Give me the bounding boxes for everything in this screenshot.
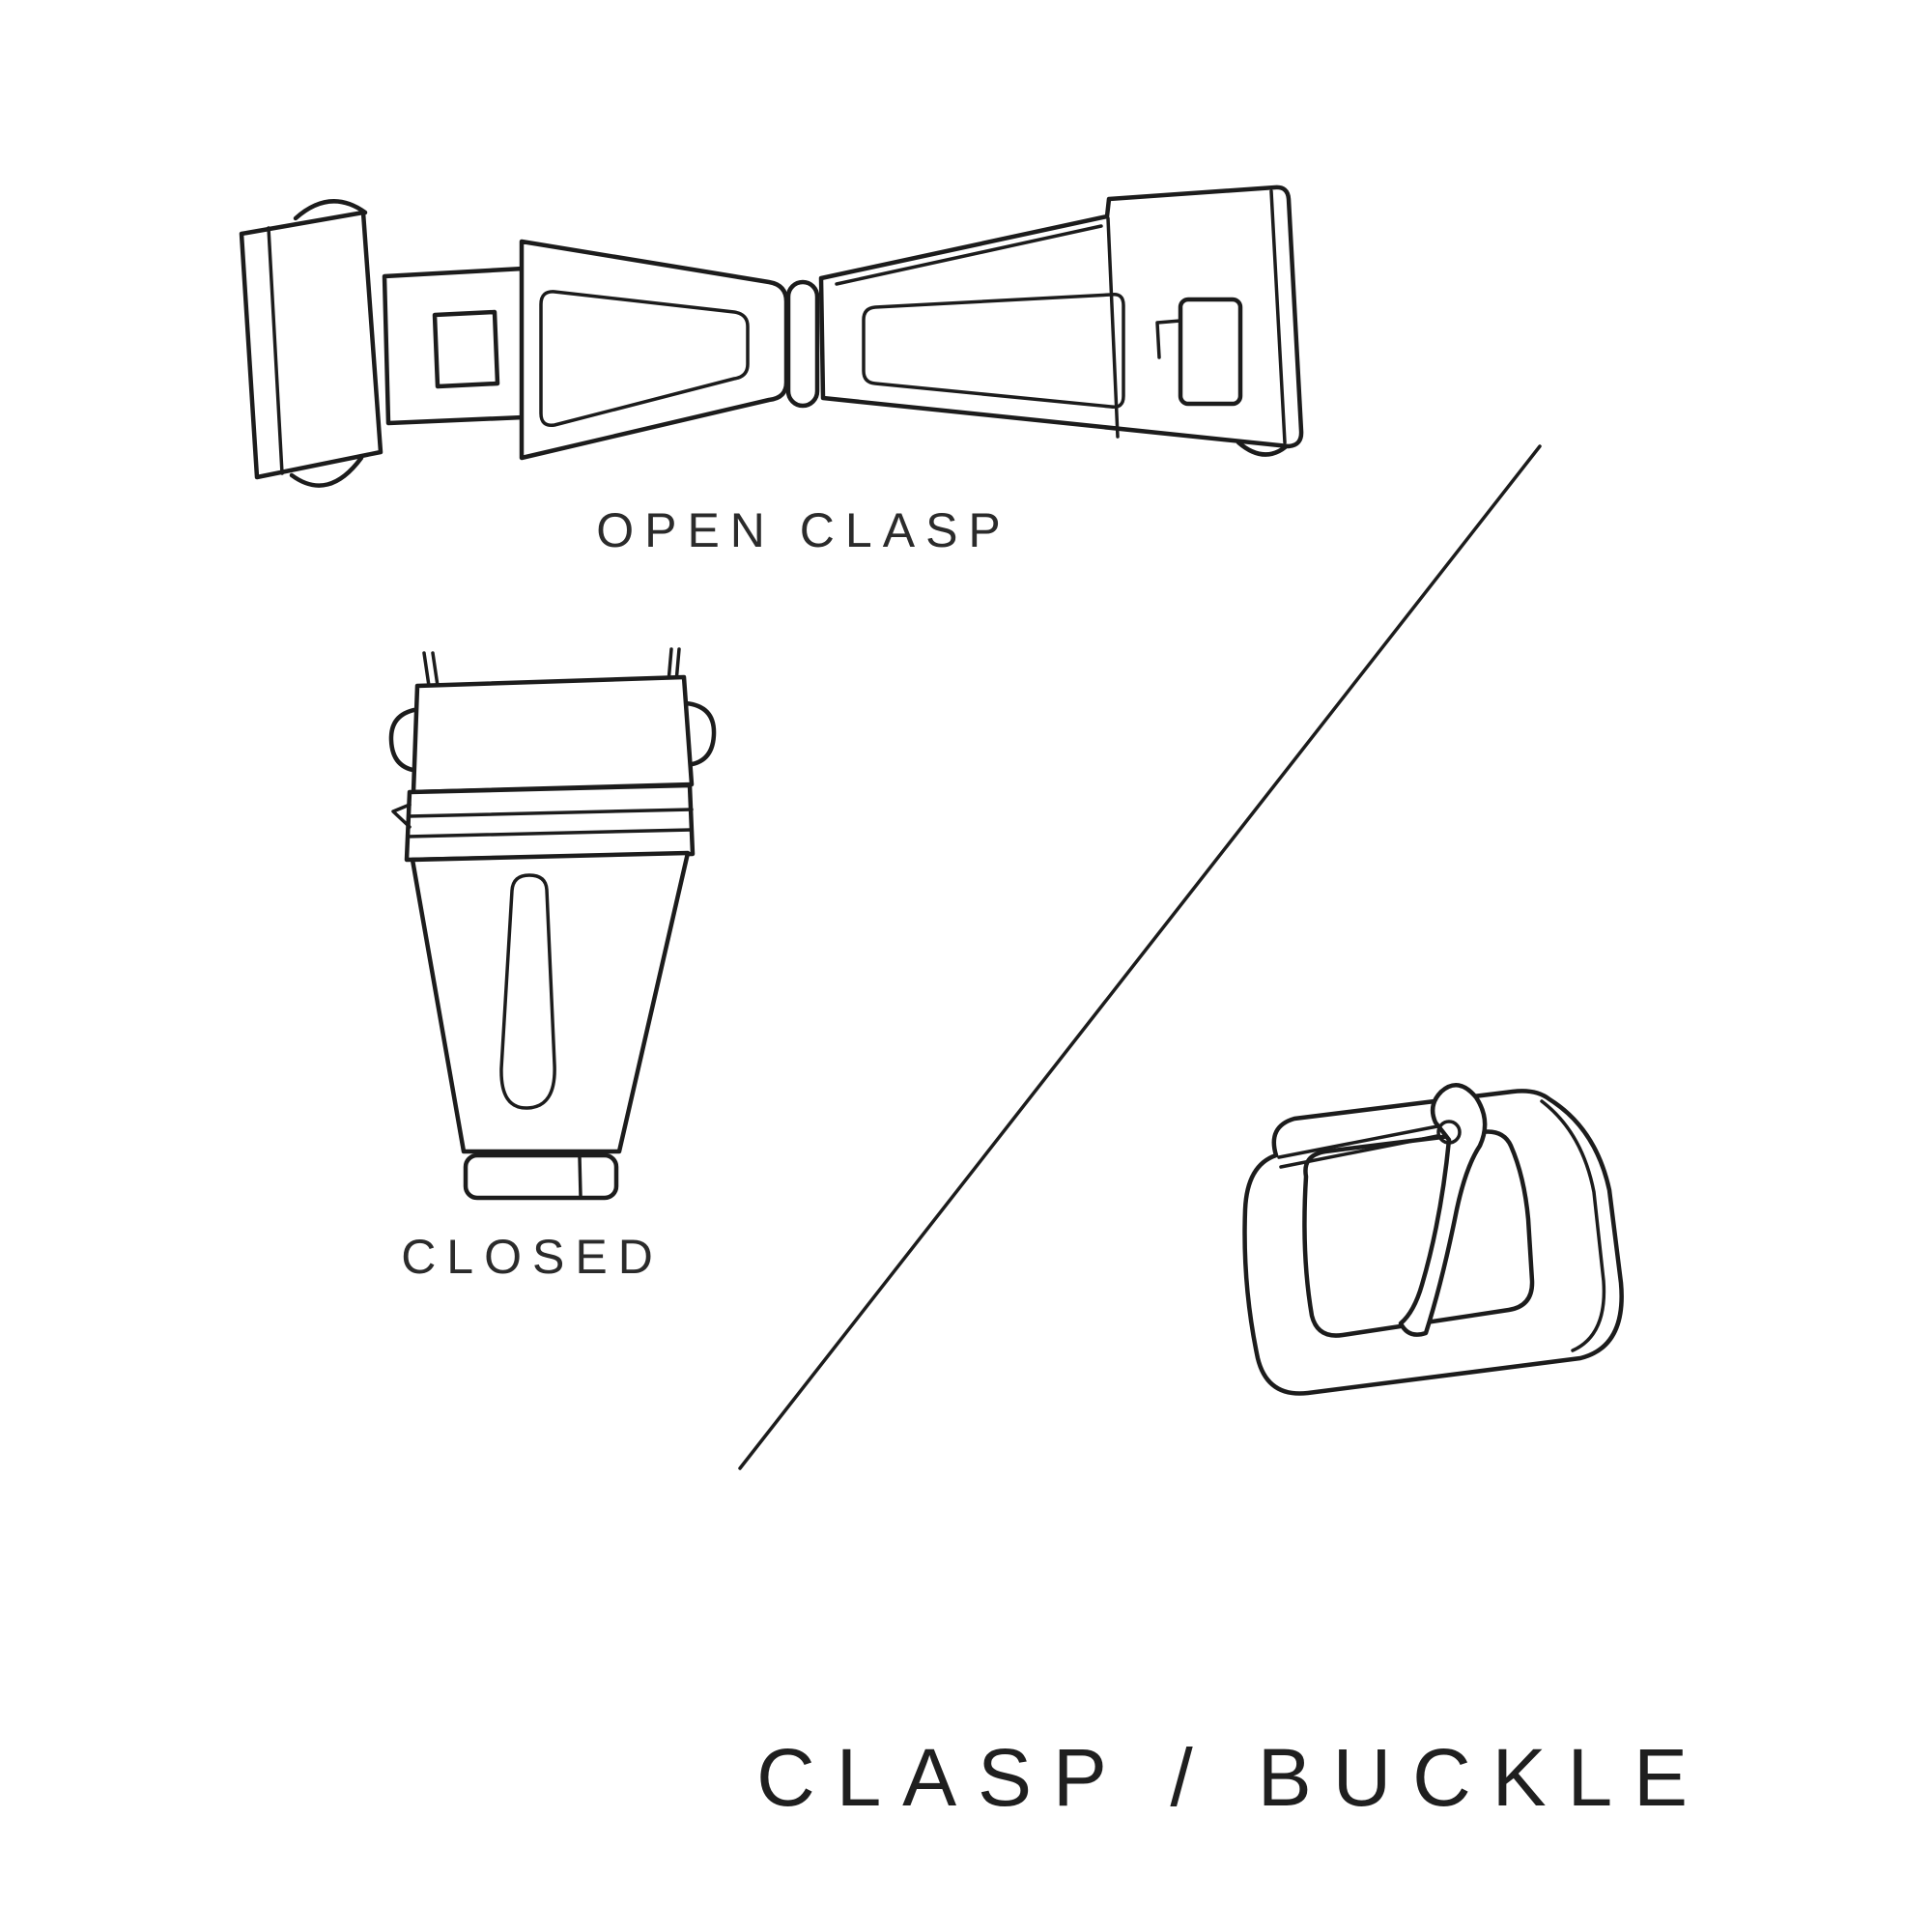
- diagonal-divider: [738, 444, 1542, 1470]
- clasp-hinge: [785, 279, 820, 409]
- buckle-illustration: [1242, 1083, 1624, 1396]
- buckle-prong-ring: [1436, 1120, 1462, 1145]
- buckle-prong: [1398, 1083, 1488, 1337]
- closed-clasp-label: CLOSED: [401, 1230, 664, 1284]
- page-title: CLASP / BUCKLE: [756, 1732, 1709, 1823]
- open-clasp-illustration: [239, 185, 1304, 488]
- open-clasp-label: OPEN CLASP: [596, 503, 1011, 557]
- closed-clasp-illustration: [388, 647, 717, 1201]
